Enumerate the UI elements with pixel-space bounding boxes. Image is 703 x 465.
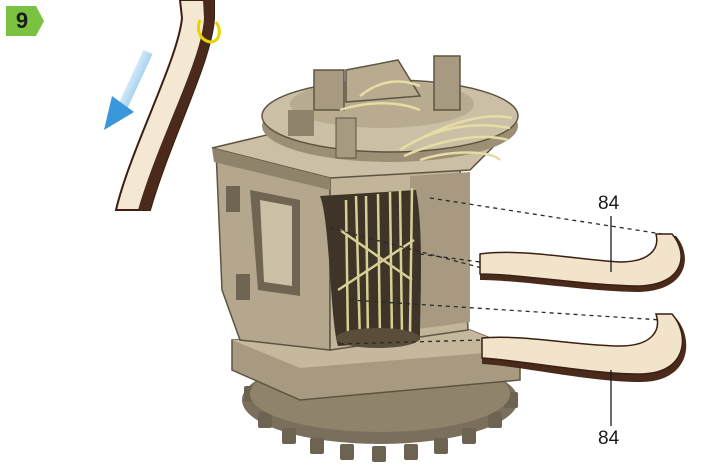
upper-arm-part-label: 84 bbox=[598, 193, 619, 215]
upper-arm-part bbox=[480, 234, 685, 292]
wooden-rod bbox=[116, 0, 219, 210]
step-badge: 9 bbox=[6, 6, 46, 36]
wooden-housing bbox=[212, 56, 520, 400]
step-number: 9 bbox=[6, 6, 38, 36]
lower-arm-part-label: 84 bbox=[598, 428, 619, 450]
direction-arrow-icon bbox=[104, 52, 148, 130]
